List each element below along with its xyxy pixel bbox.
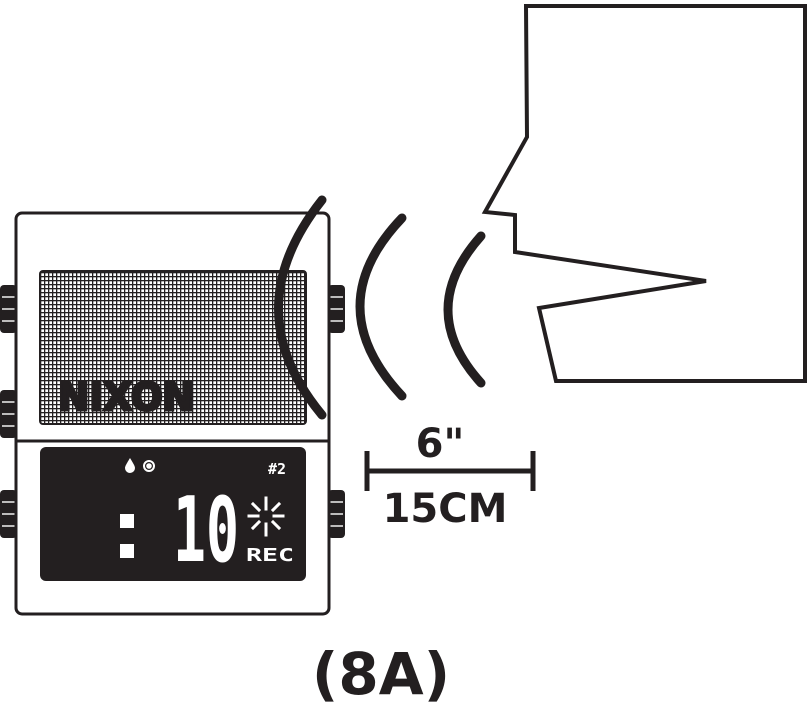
water-drop-icon (125, 458, 135, 473)
recording-icon (143, 460, 155, 472)
head-silhouette (481, 4, 807, 383)
sound-wave-medium (355, 213, 407, 401)
distance-imperial: 6" (416, 421, 465, 467)
side-buttons (0, 285, 345, 538)
colon-icon (120, 514, 134, 558)
lcd-screen (40, 447, 306, 581)
svg-text:10: 10 (173, 478, 239, 583)
mode-label: REC (246, 545, 294, 566)
spark-icon (247, 496, 285, 537)
sound-wave-small (443, 231, 486, 388)
distance-marker (364, 451, 536, 491)
speaker-grille (39, 270, 307, 425)
figure-caption: (8A) (312, 640, 450, 703)
sound-wave-icon (274, 195, 486, 420)
brand-logo: NIXON (58, 375, 194, 419)
lcd-counter: 10 (173, 478, 239, 583)
recorder-device: NIXON #2 10 (0, 211, 345, 616)
sound-wave-large (274, 195, 327, 420)
distance-metric: 15CM (383, 486, 508, 532)
track-number: #2 (268, 460, 286, 478)
